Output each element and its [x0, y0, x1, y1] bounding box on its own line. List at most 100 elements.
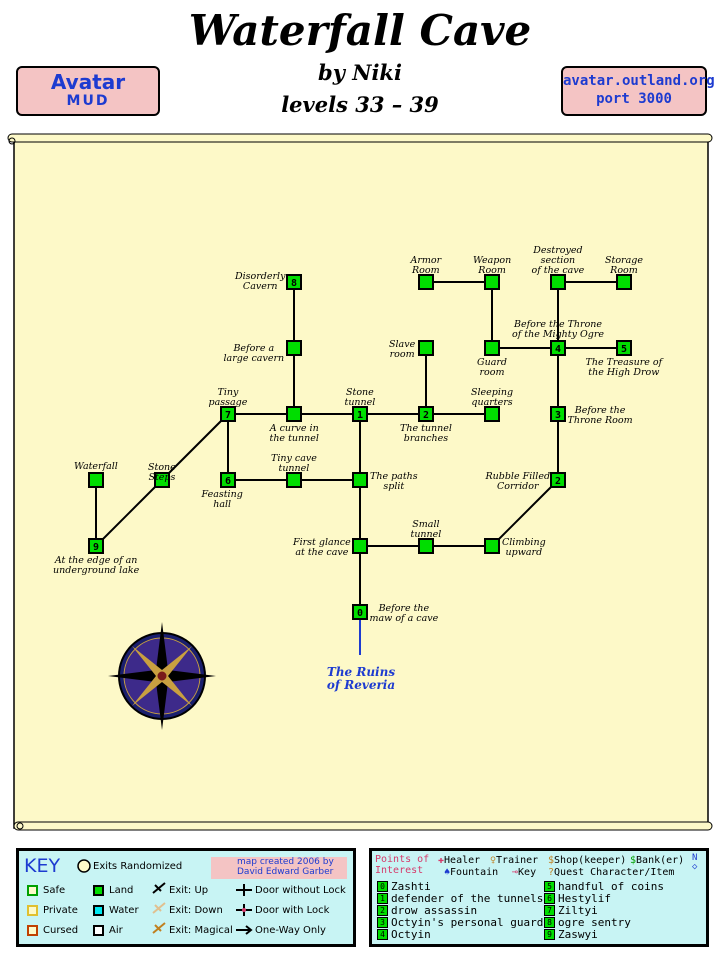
poi-text: Hestylif	[558, 892, 611, 905]
room-label-tiny-passage: Tiny passage	[208, 387, 248, 408]
exits-randomized-icon	[77, 859, 91, 873]
quest-icon: ?	[548, 867, 555, 878]
room-feasting[interactable]: 6	[220, 472, 236, 488]
room-tiny-passage[interactable]: 7	[220, 406, 236, 422]
room-label-guard: Guard room	[477, 357, 507, 378]
room-number: 2	[423, 410, 429, 421]
room-lake[interactable]: 9	[88, 538, 104, 554]
fountain-legend: ♠Fountain	[444, 867, 499, 878]
connection-stone-steps-lake	[95, 479, 163, 547]
room-connections	[95, 281, 624, 612]
server-port: port 3000	[596, 91, 672, 107]
exit-reveria-label[interactable]: The Ruins of Reveria	[326, 665, 396, 692]
north-indicator-icon: N◇	[692, 853, 698, 872]
room-number: 5	[621, 344, 627, 355]
author-byline: by Niki	[318, 60, 402, 85]
room-disorderly[interactable]: 8	[286, 274, 302, 290]
map-credit: map created 2006 by David Edward Garber	[211, 857, 347, 879]
door-icons	[236, 884, 253, 935]
room-destroyed[interactable]	[550, 274, 566, 290]
safe-swatch	[27, 885, 38, 896]
fountain-icon: ♠	[444, 867, 451, 878]
door-no-lock-icon	[236, 884, 252, 896]
scroll-top-roll	[7, 133, 713, 143]
room-number: 0	[357, 608, 363, 619]
shop-icon: $	[548, 855, 555, 866]
connection-tiny-passage-stone-steps	[161, 413, 229, 481]
poi-text: Ziltyi	[558, 904, 598, 917]
poi-number: 1	[377, 893, 388, 904]
room-label-disorderly: Disorderly Cavern	[235, 271, 286, 292]
room-label-before-large: Before a large cavern	[223, 343, 285, 364]
trainer-legend: ♀Trainer	[490, 855, 539, 866]
trainer-icon: ♀	[490, 855, 497, 866]
room-label-sleeping: Sleeping quarters	[471, 387, 514, 408]
room-climbing[interactable]	[484, 538, 500, 554]
poi-text: drow assassin	[391, 904, 478, 917]
room-sleeping[interactable]	[484, 406, 500, 422]
room-label-lake: At the edge of an underground lake	[53, 555, 140, 576]
room-small-tunnel[interactable]	[418, 538, 434, 554]
air-swatch	[93, 925, 104, 936]
room-label-rubble: Rubble Filled Corridor	[485, 471, 551, 492]
one-way-arrow-icon	[236, 925, 253, 935]
room-paths-split[interactable]	[352, 472, 368, 488]
exit-magical-icon	[152, 922, 166, 934]
room-tunnel-branches[interactable]: 2	[418, 406, 434, 422]
room-stone-tunnel[interactable]: 1	[352, 406, 368, 422]
healer-icon: ✚	[438, 855, 445, 866]
avatar-mud-badge: Avatar MUD	[16, 66, 160, 116]
water-label: Water	[109, 905, 139, 916]
room-first-glance[interactable]	[352, 538, 368, 554]
land-swatch	[93, 885, 104, 896]
room-armor[interactable]	[418, 274, 434, 290]
poi-number: 5	[544, 881, 555, 892]
room-rubble[interactable]: 2	[550, 472, 566, 488]
room-number: 9	[93, 542, 99, 553]
shop-legend: $Shop(keeper)	[548, 855, 627, 866]
badge-avatar-text: Avatar	[50, 70, 126, 94]
one-way-label: One-Way Only	[255, 925, 326, 936]
exit-down-icon	[152, 902, 166, 914]
room-before-large[interactable]	[286, 340, 302, 356]
safe-label: Safe	[43, 885, 66, 896]
server-address-badge: avatar.outland.org port 3000	[561, 66, 715, 116]
room-label-storage: Storage Room	[605, 255, 643, 276]
room-stone-steps[interactable]	[154, 472, 170, 488]
room-maw[interactable]: 0	[352, 604, 368, 620]
room-before-throne-room[interactable]: 3	[550, 406, 566, 422]
poi-text: Zaswyi	[558, 928, 598, 941]
room-guard[interactable]	[484, 340, 500, 356]
room-label-weapon: Weapon Room	[473, 255, 512, 276]
room-treasure[interactable]: 5	[616, 340, 632, 356]
poi-number: 7	[544, 905, 555, 916]
private-label: Private	[43, 905, 78, 916]
room-slave[interactable]	[418, 340, 434, 356]
compass-rose-icon	[108, 622, 216, 730]
exits-randomized-label: Exits Randomized	[93, 861, 183, 872]
map-title: Waterfall Cave	[188, 6, 532, 55]
room-label-stone-steps: Stone Steps	[148, 462, 176, 483]
room-weapon[interactable]	[484, 274, 500, 290]
badge-mud-text: MUD	[66, 93, 110, 109]
exit-up-label: Exit: Up	[169, 885, 209, 896]
poi-number: 9	[544, 929, 555, 940]
key-legend: KEY Exits Randomized map created 2006 by…	[16, 848, 356, 947]
room-before-throne-ogre[interactable]: 4	[550, 340, 566, 356]
healer-legend: ✚Healer	[438, 855, 481, 866]
room-waterfall[interactable]	[88, 472, 104, 488]
scroll-curl-icon	[8, 137, 16, 145]
room-storage[interactable]	[616, 274, 632, 290]
room-curve[interactable]	[286, 406, 302, 422]
room-label-waterfall: Waterfall	[74, 461, 118, 472]
room-label-armor: Armor Room	[410, 255, 442, 276]
room-tiny-cave[interactable]	[286, 472, 302, 488]
